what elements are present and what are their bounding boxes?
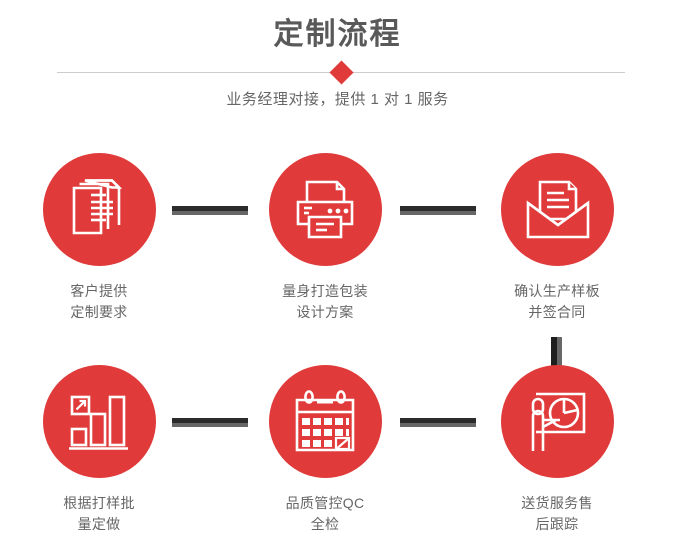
step-5-icon-circle — [268, 365, 382, 478]
step-4-caption: 根据打样批 量定做 — [63, 495, 135, 532]
process-step-3[interactable]: 确认生产样板 并签合同 — [477, 153, 637, 323]
connector-bar-light — [172, 423, 248, 427]
connector-bar-dark — [400, 418, 476, 423]
page-subtitle: 业务经理对接，提供 1 对 1 服务 — [226, 91, 449, 108]
connector-step4-step5 — [172, 418, 248, 427]
header-section: 定制流程 业务经理对接，提供 1 对 1 服务 — [0, 0, 675, 125]
printer-icon — [296, 180, 354, 238]
step-4-icon-circle — [42, 365, 156, 478]
envelope-letter-icon — [526, 180, 590, 238]
connector-bar-light — [172, 211, 248, 215]
step-1-caption: 客户提供 定制要求 — [70, 283, 128, 320]
step-6-icon-circle — [500, 365, 614, 478]
step-2-caption: 量身打造包装 设计方案 — [282, 283, 368, 320]
connector-bar-light — [557, 337, 562, 374]
connector-bar-dark — [172, 418, 248, 423]
process-step-6[interactable]: 送货服务售 后跟踪 — [477, 365, 637, 535]
step-6-caption: 送货服务售 后跟踪 — [521, 495, 593, 532]
diamond-marker-icon — [328, 60, 354, 85]
process-step-5[interactable]: 品质管控QC 全检 — [245, 365, 405, 535]
calendar-icon — [295, 389, 355, 451]
step-5-caption: 品质管控QC 全检 — [285, 495, 365, 532]
connector-bar-dark — [172, 206, 248, 211]
process-step-1[interactable]: 客户提供 定制要求 — [19, 153, 179, 323]
connector-step2-step3 — [400, 206, 476, 215]
connector-bar-dark — [400, 206, 476, 211]
connector-step5-step6 — [400, 418, 476, 427]
process-step-4[interactable]: 根据打样批 量定做 — [19, 365, 179, 535]
connector-bar-light — [400, 423, 476, 427]
title-divider — [57, 60, 625, 85]
connector-bar-light — [400, 211, 476, 215]
connector-step1-step2 — [172, 206, 248, 215]
page-title: 定制流程 — [273, 18, 402, 51]
step-2-icon-circle — [268, 153, 382, 266]
step-3-icon-circle — [500, 153, 614, 266]
connector-step3-step6 — [551, 337, 562, 374]
presenter-pie-chart-icon — [531, 392, 586, 451]
process-flow: 客户提供 定制要求 — [0, 125, 675, 550]
step-1-icon-circle — [42, 153, 156, 266]
connector-bar-dark — [551, 337, 557, 374]
process-step-2[interactable]: 量身打造包装 设计方案 — [245, 153, 405, 323]
step-3-caption: 确认生产样板 并签合同 — [514, 283, 600, 320]
bar-chart-growth-icon — [69, 395, 128, 450]
documents-stack-icon — [72, 178, 123, 234]
